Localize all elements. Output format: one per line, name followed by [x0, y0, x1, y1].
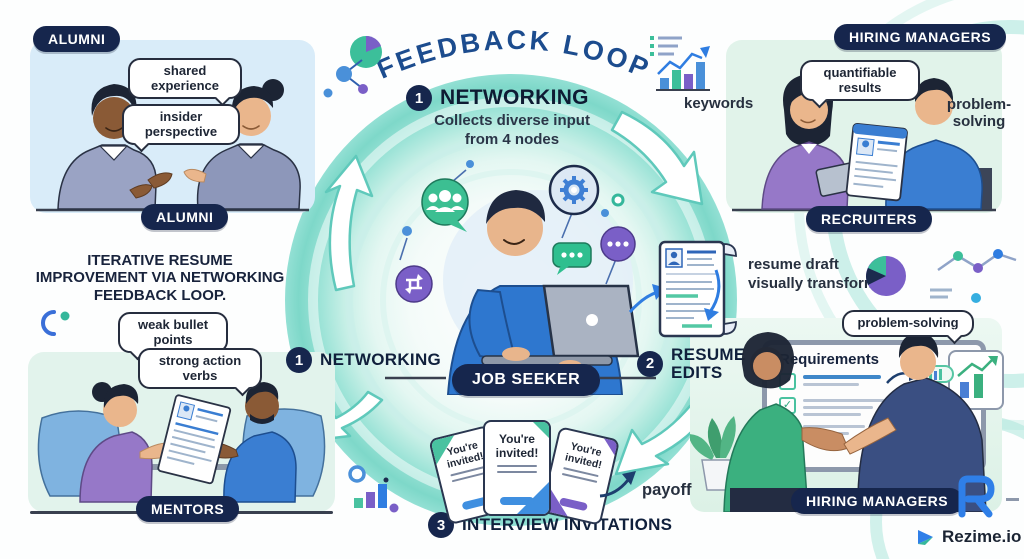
loop-step-1-label: NETWORKING [320, 350, 442, 370]
pie-chart-icon [323, 35, 382, 98]
alumni-bubble-shared-experience: shared experience [128, 58, 242, 100]
loop-step-2: 2 RESUME EDITS [637, 346, 746, 382]
pie-chart-small-icon [866, 256, 906, 296]
brand-mark-icon [918, 530, 933, 545]
invite-line-2: invited! [495, 445, 539, 460]
loop-step-3: 3 INTERVIEW INVITATIONS [428, 512, 672, 538]
mentors-illustration [37, 382, 326, 503]
job-seeker-badge: JOB SEEKER [452, 364, 601, 396]
arc-title: FEEDBACK LOOP [372, 25, 655, 85]
loop-step-2-label: RESUME EDITS [671, 346, 746, 382]
resume-note-line-1: resume draft [748, 256, 839, 273]
resume-note-line-2: visually transforms [748, 275, 886, 293]
note-line-1: problem- [946, 96, 1012, 113]
gear-icon [548, 164, 600, 216]
svg-text:FEEDBACK LOOP: FEEDBACK LOOP [372, 25, 655, 85]
loop-step-1-number: 1 [286, 347, 312, 373]
desc-line-1: Collects diverse input [434, 112, 590, 129]
crescent-loader-icon [41, 310, 70, 336]
payoff-arrow-icon [599, 471, 636, 498]
card-corner-accent [599, 437, 619, 457]
mentors-bubble-weak-bullet-points: weak bullet points [118, 312, 228, 354]
invite-line-1: You're [499, 432, 535, 446]
header-step-label: NETWORKING [440, 85, 589, 109]
header-step-description: Collects diverse input from 4 nodes [402, 112, 622, 150]
loop-step-2-number: 2 [637, 350, 663, 377]
desc-line-2: from 4 nodes [464, 130, 560, 148]
header-step-networking: 1 NETWORKING [406, 85, 589, 111]
line-chart-dots-icon [930, 249, 1017, 303]
recruiters-badge: RECRUITERS [806, 206, 933, 232]
mentors-badge: MENTORS [136, 496, 240, 522]
chat-dots-icon [552, 242, 592, 275]
brand-logo-icon [958, 475, 995, 518]
invite-card-center: You're invited! [483, 420, 551, 516]
alumni-badge-top: ALUMNI [33, 26, 121, 52]
bar-chart-trend-icon [650, 36, 710, 91]
alumni-badge-bottom: ALUMNI [141, 204, 229, 230]
ellipsis-icon [600, 226, 636, 262]
headline-line-3: FEEDBACK LOOP. [93, 286, 227, 304]
hiring-bubble-problem-solving: problem-solving [842, 310, 974, 337]
hiring-managers-badge-bottom: HIRING MANAGERS [791, 488, 964, 514]
payoff-label: payoff [642, 481, 692, 499]
loop-step-3-label: INTERVIEW INVITATIONS [462, 515, 673, 535]
card-line [497, 464, 537, 467]
recruiters-bubble-quantifiable-results: quantifiable results [800, 60, 920, 102]
headline-line-2: IMPROVEMENT VIA NETWORKING [35, 269, 285, 287]
brand-name: Rezime.io [942, 527, 1022, 546]
hiring-managers-illustration [690, 332, 987, 512]
card-pill [500, 497, 534, 505]
step-2-line-1: RESUME [671, 345, 746, 364]
problem-solving-note: problem- solving [946, 96, 1012, 131]
invite-text: You're invited! [485, 432, 549, 461]
brand-wordmark: Rezime.io [916, 527, 1021, 547]
step-1-number-badge: 1 [406, 85, 432, 111]
logo-dash-decoration [1006, 498, 1019, 501]
mentors-panel [28, 352, 335, 512]
alumni-illustration [36, 79, 309, 212]
loop-step-1: 1 NETWORKING [286, 347, 441, 373]
hiring-managers-badge-top: HIRING MANAGERS [834, 24, 1007, 50]
headline-line-1: ITERATIVE RESUME [87, 252, 233, 269]
step-2-line-2: EDITS [671, 362, 723, 382]
keywords-label: keywords [684, 95, 754, 112]
alumni-bubble-insider-perspective: insider perspective [122, 104, 240, 146]
card-corner-accent [532, 422, 549, 439]
group-chat-icon [421, 178, 469, 232]
resume-document-icon [658, 240, 737, 338]
mini-bar-chart-icon [348, 465, 399, 513]
card-line [497, 470, 537, 473]
mentors-bubble-strong-action-verbs: strong action verbs [138, 348, 262, 390]
refresh-loop-icon [395, 265, 433, 303]
resume-transform-note: resume draft visually transforms [748, 255, 886, 293]
main-headline: ITERATIVE RESUME IMPROVEMENT VIA NETWORK… [24, 252, 296, 304]
feedback-loop-title: FEEDBACK LOOP [372, 25, 652, 85]
note-line-2: solving [952, 113, 1006, 131]
